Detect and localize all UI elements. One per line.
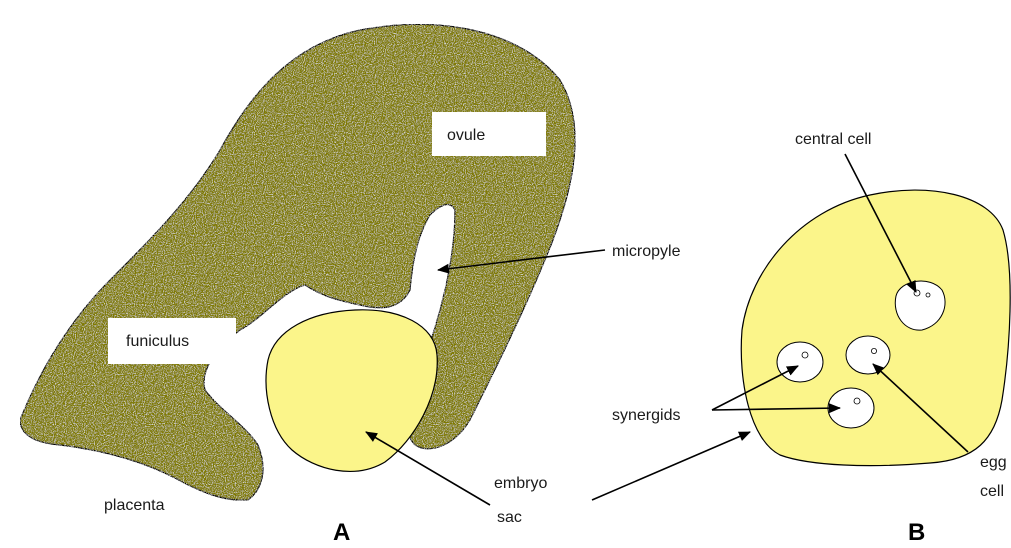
synergids-label: synergids xyxy=(612,407,680,424)
embryo-sac-label-line1: embryo xyxy=(494,475,547,492)
embryo-sac-a xyxy=(266,310,437,472)
synergid-left xyxy=(777,342,823,382)
panel-letter-a: A xyxy=(333,519,350,546)
embryo-sac-b xyxy=(741,190,1010,466)
egg-cell xyxy=(846,336,890,374)
central-cell-label: central cell xyxy=(795,131,871,148)
embryo-sac-label-line2: sac xyxy=(497,509,522,526)
embryo-sac-arrow-b xyxy=(592,432,750,500)
funiculus-label: funiculus xyxy=(126,333,189,350)
micropyle-label: micropyle xyxy=(612,243,681,260)
placenta-label: placenta xyxy=(104,497,165,514)
egg-cell-label-line2: cell xyxy=(980,483,1004,500)
panel-letter-b: B xyxy=(908,519,925,546)
ovule-label: ovule xyxy=(447,127,485,144)
egg-cell-label-line1: egg xyxy=(980,454,1007,471)
